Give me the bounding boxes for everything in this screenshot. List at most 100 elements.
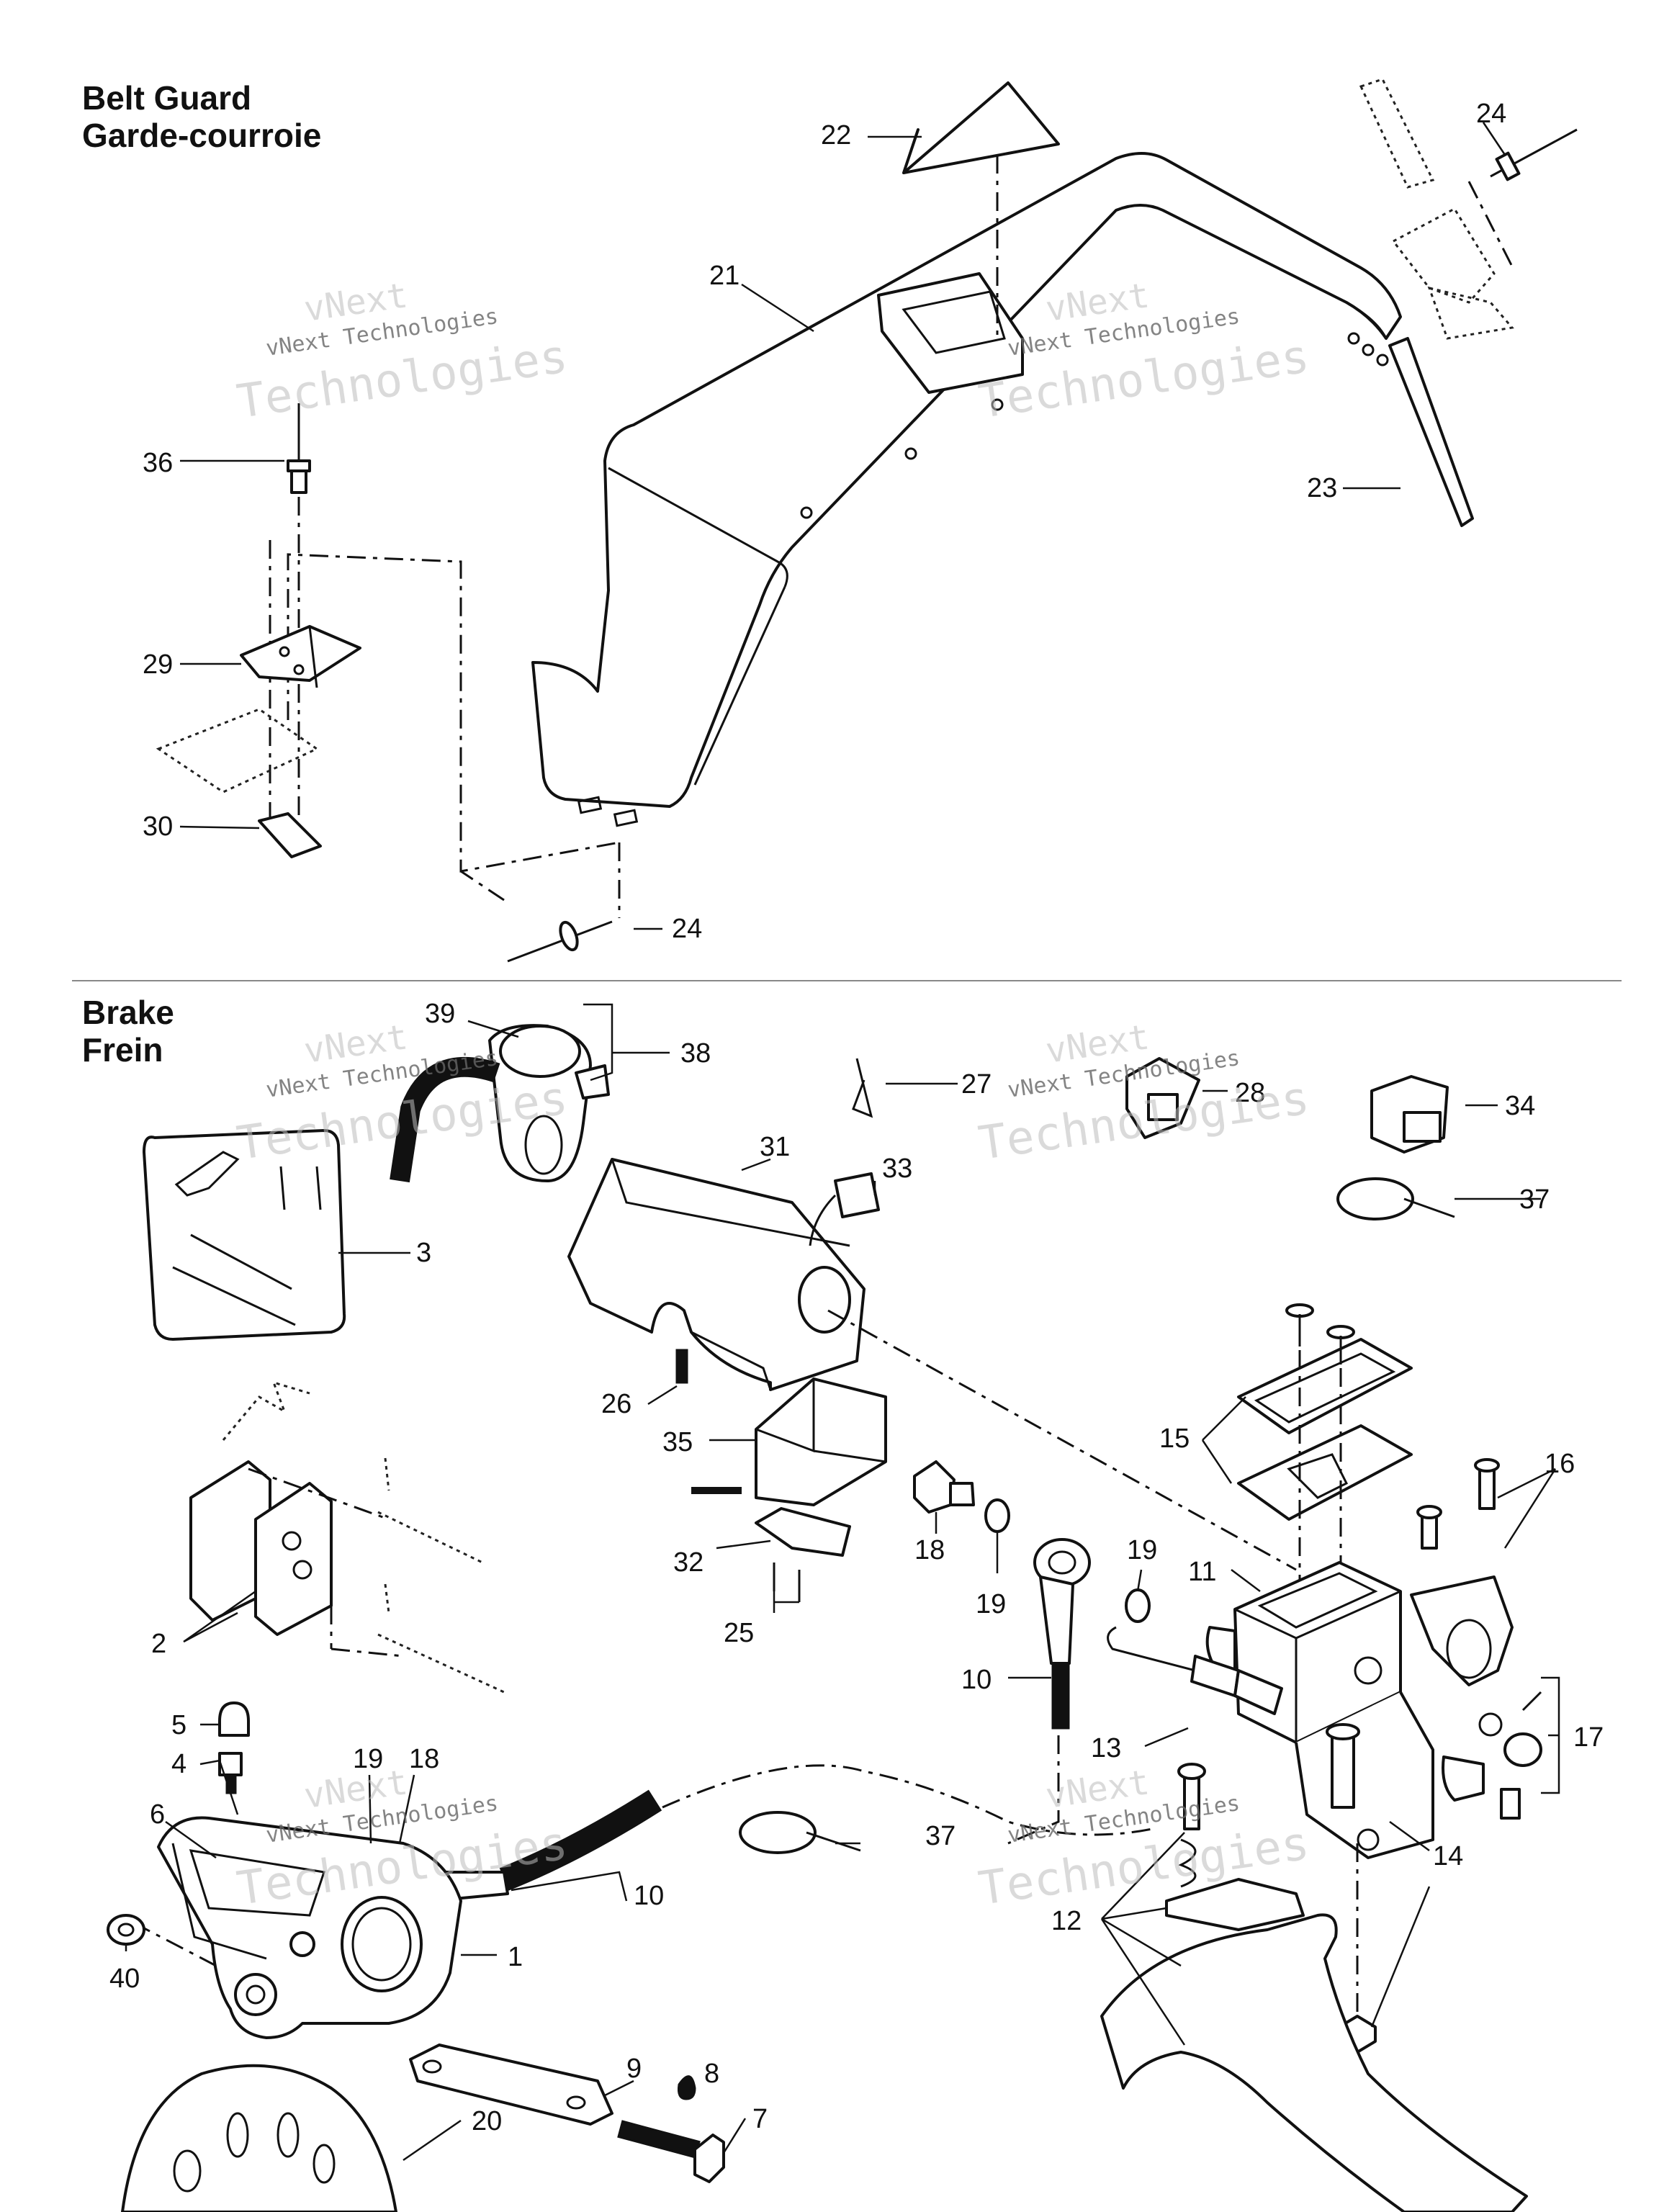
part-20-brake-disc	[121, 2064, 397, 2212]
callout-1: 1	[508, 1942, 523, 1972]
part-1-caliper	[157, 1816, 462, 2039]
part-36-pin	[287, 403, 311, 494]
callout-32: 32	[673, 1547, 703, 1578]
callout-3: 3	[416, 1238, 431, 1268]
part-26-screw	[675, 1349, 688, 1384]
callout-16: 16	[1545, 1449, 1575, 1479]
callout-4: 4	[171, 1749, 186, 1779]
part-11-master-cylinder	[1205, 1561, 1434, 1859]
brake-group	[107, 1003, 1560, 2212]
belt-guard-group	[156, 78, 1578, 963]
callout-21: 21	[709, 261, 739, 291]
callout-18-caliper: 18	[409, 1744, 439, 1774]
part-29-bracket	[240, 625, 361, 688]
callout-31: 31	[760, 1132, 790, 1162]
part-8-lubricant-drop	[678, 2075, 696, 2100]
part-screws-cap	[1285, 1303, 1355, 1620]
part-38-switch	[390, 1024, 610, 1183]
callout-37-top: 37	[1519, 1184, 1550, 1215]
callout-17: 17	[1573, 1722, 1604, 1753]
part-24-rivet-bottom	[507, 920, 613, 963]
callout-2: 2	[151, 1629, 166, 1659]
callout-19-right: 19	[1127, 1535, 1157, 1565]
callout-13: 13	[1091, 1733, 1121, 1763]
callout-6: 6	[150, 1799, 165, 1830]
callout-19-left: 19	[976, 1589, 1006, 1619]
callout-27: 27	[961, 1069, 992, 1100]
part-24-rivet-top	[1490, 128, 1578, 181]
part-21-belt-guard	[531, 151, 1402, 827]
callout-11: 11	[1188, 1557, 1216, 1587]
callout-15: 15	[1159, 1424, 1190, 1454]
part-7-bolt	[617, 2120, 725, 2183]
callout-29: 29	[143, 649, 173, 680]
callout-labels: 24 22 21 23 36 29 30 24 39 38 27 28 34 3…	[109, 99, 1604, 2136]
callout-19-caliper: 19	[353, 1744, 383, 1774]
callout-10-top: 10	[961, 1665, 992, 1695]
part-34-connector	[1370, 1075, 1449, 1154]
part-22-decal	[902, 81, 1060, 174]
callout-38: 38	[680, 1038, 711, 1069]
watermark-1: vNext vNext Technologies Technologies	[234, 275, 571, 429]
belt-guard-title-fr: Garde-courroie	[82, 117, 322, 154]
watermark-4: vNext vNext Technologies Technologies	[976, 1017, 1313, 1171]
part-40-washer	[107, 1914, 145, 1946]
part-37-tie-strap-top	[1336, 1177, 1455, 1220]
callout-36: 36	[143, 448, 173, 478]
brake-lever	[1100, 1913, 1528, 2212]
callout-30: 30	[143, 811, 173, 842]
part-27-clip	[852, 1058, 873, 1118]
callout-24-bottom: 24	[672, 914, 702, 944]
part-28-connector	[1125, 1057, 1200, 1139]
part-19-washer-2	[1125, 1588, 1151, 1623]
part-23-strip	[1388, 337, 1474, 527]
part-5-bleeder-cap	[218, 1701, 250, 1737]
callout-18-top: 18	[914, 1535, 945, 1565]
part-16-clamp	[1410, 1458, 1514, 1686]
callout-12: 12	[1051, 1906, 1082, 1936]
callout-22: 22	[821, 120, 851, 150]
belt-guard-title-en: Belt Guard	[82, 79, 252, 117]
callout-26: 26	[601, 1389, 631, 1419]
part-4-bleeder-screw	[218, 1752, 243, 1794]
callout-10-bottom: 10	[634, 1881, 664, 1911]
part-13-pushrod	[1107, 1626, 1283, 1715]
callout-23: 23	[1307, 473, 1337, 503]
brake-title-fr: Frein	[82, 1031, 163, 1069]
brake-title-en: Brake	[82, 994, 174, 1031]
part-35-solenoid	[691, 1377, 887, 1506]
callout-34: 34	[1505, 1091, 1535, 1121]
part-30-plate	[258, 812, 322, 858]
part-3-pin-kit	[143, 1129, 346, 1341]
part-15-reservoir-cap	[1237, 1338, 1413, 1521]
part-10-brake-hose	[1007, 1538, 1091, 1845]
part-17-bleeder-set	[1442, 1691, 1542, 1820]
callout-28: 28	[1235, 1078, 1265, 1108]
callout-25: 25	[724, 1618, 754, 1648]
part-32-bracket	[755, 1507, 851, 1557]
brake-title: Brake Frein	[82, 994, 174, 1069]
callout-9: 9	[626, 2054, 642, 2084]
callout-14: 14	[1433, 1841, 1463, 1871]
belt-guard-title: Belt Guard Garde-courroie	[82, 79, 321, 154]
callout-33: 33	[882, 1154, 912, 1184]
part-9-bracket	[409, 2044, 613, 2126]
part-33-label	[834, 1172, 880, 1218]
callout-39: 39	[425, 999, 455, 1029]
callout-8: 8	[704, 2059, 719, 2089]
part-31-cover	[567, 1158, 866, 1391]
callout-5: 5	[171, 1710, 186, 1740]
callout-35: 35	[662, 1427, 693, 1457]
callout-37-bottom: 37	[925, 1821, 956, 1851]
part-2-brake-pads	[189, 1380, 505, 1694]
part-18-banjo-bolt	[913, 1460, 975, 1514]
part-latch-right	[1359, 78, 1514, 340]
callout-20: 20	[472, 2106, 502, 2136]
callout-7: 7	[752, 2104, 768, 2134]
part-37-tie-strap-bottom	[739, 1811, 861, 1854]
part-gasket	[156, 708, 320, 793]
callout-40: 40	[109, 1964, 140, 1994]
part-19-washer	[984, 1498, 1010, 1533]
callout-24-top: 24	[1476, 99, 1506, 129]
